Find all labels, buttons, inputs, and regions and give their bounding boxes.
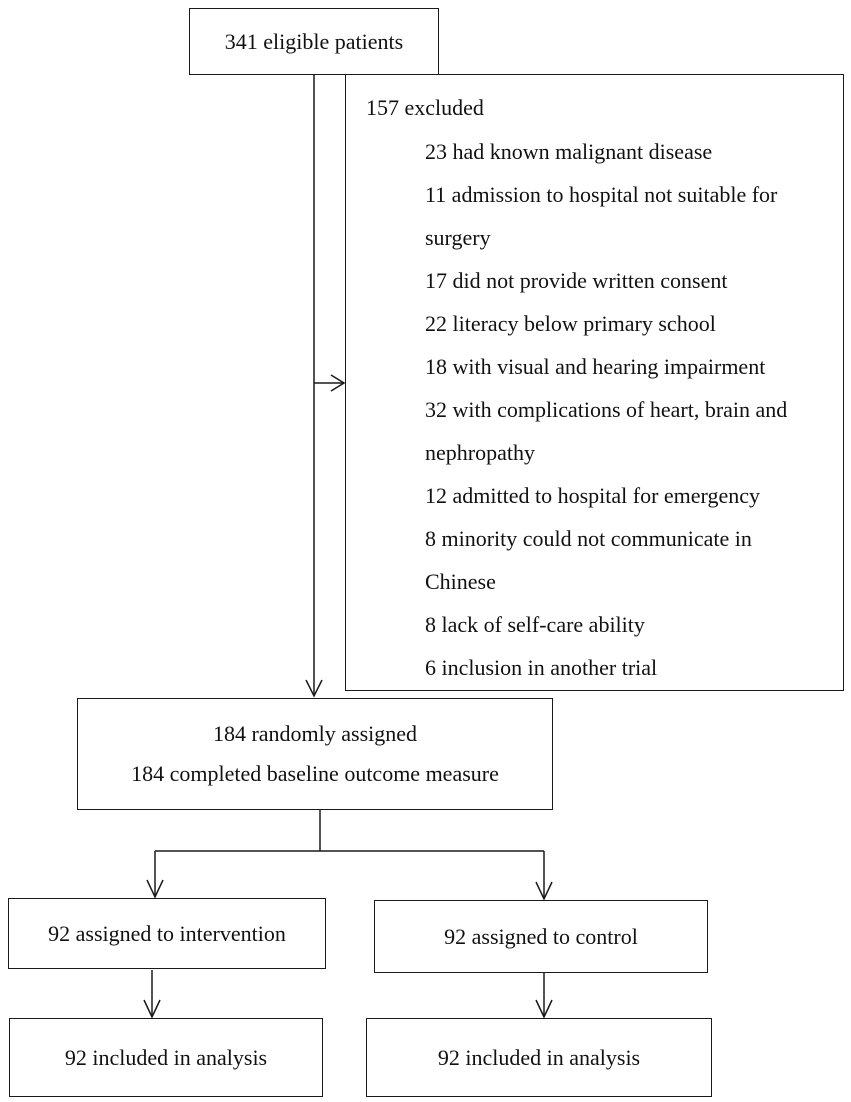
control-box: 92 assigned to control	[374, 900, 708, 973]
control-analysis-box: 92 included in analysis	[366, 1018, 712, 1097]
randomized-box: 184 randomly assigned 184 completed base…	[77, 698, 553, 810]
excluded-box: 157 excluded 23 had known malignant dise…	[345, 74, 844, 691]
excluded-reason: 8 minority could not communicate in Chin…	[425, 526, 752, 594]
intervention-label: 92 assigned to intervention	[48, 921, 286, 946]
main-arrowhead	[305, 679, 323, 698]
baseline-label: 184 completed baseline outcome measure	[131, 761, 499, 786]
eligible-box: 341 eligible patients	[189, 8, 439, 75]
right-analysis-arrowhead	[535, 999, 553, 1019]
excluded-reason: 12 admitted to hospital for emergency	[425, 483, 761, 508]
intervention-analysis-box: 92 included in analysis	[9, 1018, 323, 1097]
intervention-box: 92 assigned to intervention	[8, 898, 326, 969]
excluded-reason: 23 had known malignant disease	[425, 139, 713, 164]
randomized-label: 184 randomly assigned	[212, 721, 418, 746]
excluded-title: 157 excluded	[366, 95, 484, 120]
excluded-reason: 6 inclusion in another trial	[425, 655, 658, 680]
excluded-reason: 32 with complications of heart, brain an…	[425, 397, 788, 465]
control-label: 92 assigned to control	[444, 924, 638, 949]
excluded-reason: 8 lack of self-care ability	[425, 612, 645, 637]
left-analysis-arrowhead	[143, 999, 161, 1019]
eligible-label: 341 eligible patients	[224, 29, 404, 54]
exclusion-arrowhead	[330, 374, 346, 392]
excluded-reason: 22 literacy below primary school	[425, 311, 716, 336]
intervention-analysis-label: 92 included in analysis	[64, 1045, 268, 1070]
left-branch-arrowhead	[146, 879, 164, 899]
excluded-reasons-list: 23 had known malignant disease 11 admiss…	[425, 130, 820, 689]
excluded-reason: 18 with visual and hearing impairment	[425, 354, 766, 379]
control-analysis-label: 92 included in analysis	[437, 1045, 641, 1070]
excluded-reason: 11 admission to hospital not suitable fo…	[425, 182, 778, 250]
excluded-reason: 17 did not provide written consent	[425, 268, 728, 293]
right-branch-arrowhead	[535, 881, 553, 901]
